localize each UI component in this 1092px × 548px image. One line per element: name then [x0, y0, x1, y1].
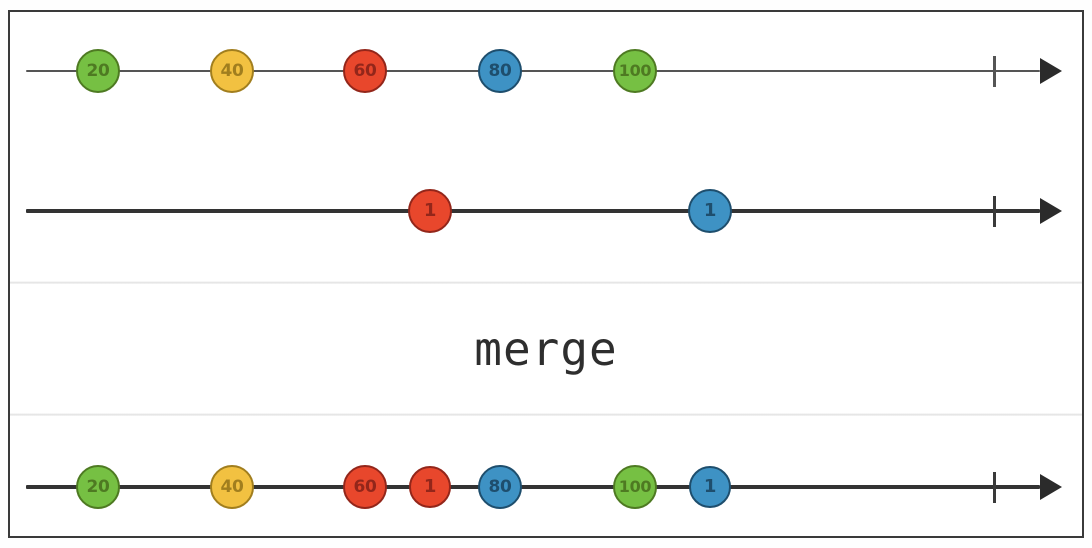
- marble-label: 80: [488, 60, 512, 81]
- timeline-axis-line: [26, 485, 1040, 489]
- marble-1[interactable]: 1: [408, 189, 452, 233]
- separator-band-top: [10, 281, 1082, 284]
- marble-1[interactable]: 1: [689, 466, 731, 508]
- operator-label: merge: [474, 322, 618, 376]
- marble-label: 20: [86, 476, 110, 497]
- marble-80[interactable]: 80: [478, 49, 522, 93]
- marble-label: 100: [618, 477, 652, 496]
- timeline-arrowhead-icon: [1040, 58, 1062, 84]
- marble-label: 100: [618, 61, 652, 80]
- marble-60[interactable]: 60: [343, 465, 387, 509]
- completion-tick: [993, 56, 996, 87]
- marble-label: 60: [353, 60, 377, 81]
- marble-60[interactable]: 60: [343, 49, 387, 93]
- separator-band-bottom: [10, 413, 1082, 416]
- timeline-axis-line: [26, 209, 1040, 213]
- marble-100[interactable]: 100: [613, 49, 657, 93]
- timeline-axis-line: [26, 70, 1040, 72]
- marble-1[interactable]: 1: [688, 189, 732, 233]
- completion-tick: [993, 472, 996, 503]
- marble-label: 80: [488, 476, 512, 497]
- marble-20[interactable]: 20: [76, 465, 120, 509]
- marble-label: 40: [220, 476, 244, 497]
- marble-label: 1: [703, 476, 717, 497]
- marble-20[interactable]: 20: [76, 49, 120, 93]
- marble-1[interactable]: 1: [409, 466, 451, 508]
- marble-label: 1: [423, 476, 437, 497]
- marble-40[interactable]: 40: [210, 49, 254, 93]
- timeline-arrowhead-icon: [1040, 474, 1062, 500]
- marble-label: 20: [86, 60, 110, 81]
- marble-80[interactable]: 80: [478, 465, 522, 509]
- diagram-frame: [8, 10, 1084, 538]
- marble-label: 1: [423, 200, 437, 221]
- marble-40[interactable]: 40: [210, 465, 254, 509]
- marble-label: 40: [220, 60, 244, 81]
- marble-label: 60: [353, 476, 377, 497]
- completion-tick: [993, 196, 996, 227]
- marble-label: 1: [703, 200, 717, 221]
- timeline-arrowhead-icon: [1040, 198, 1062, 224]
- marble-100[interactable]: 100: [613, 465, 657, 509]
